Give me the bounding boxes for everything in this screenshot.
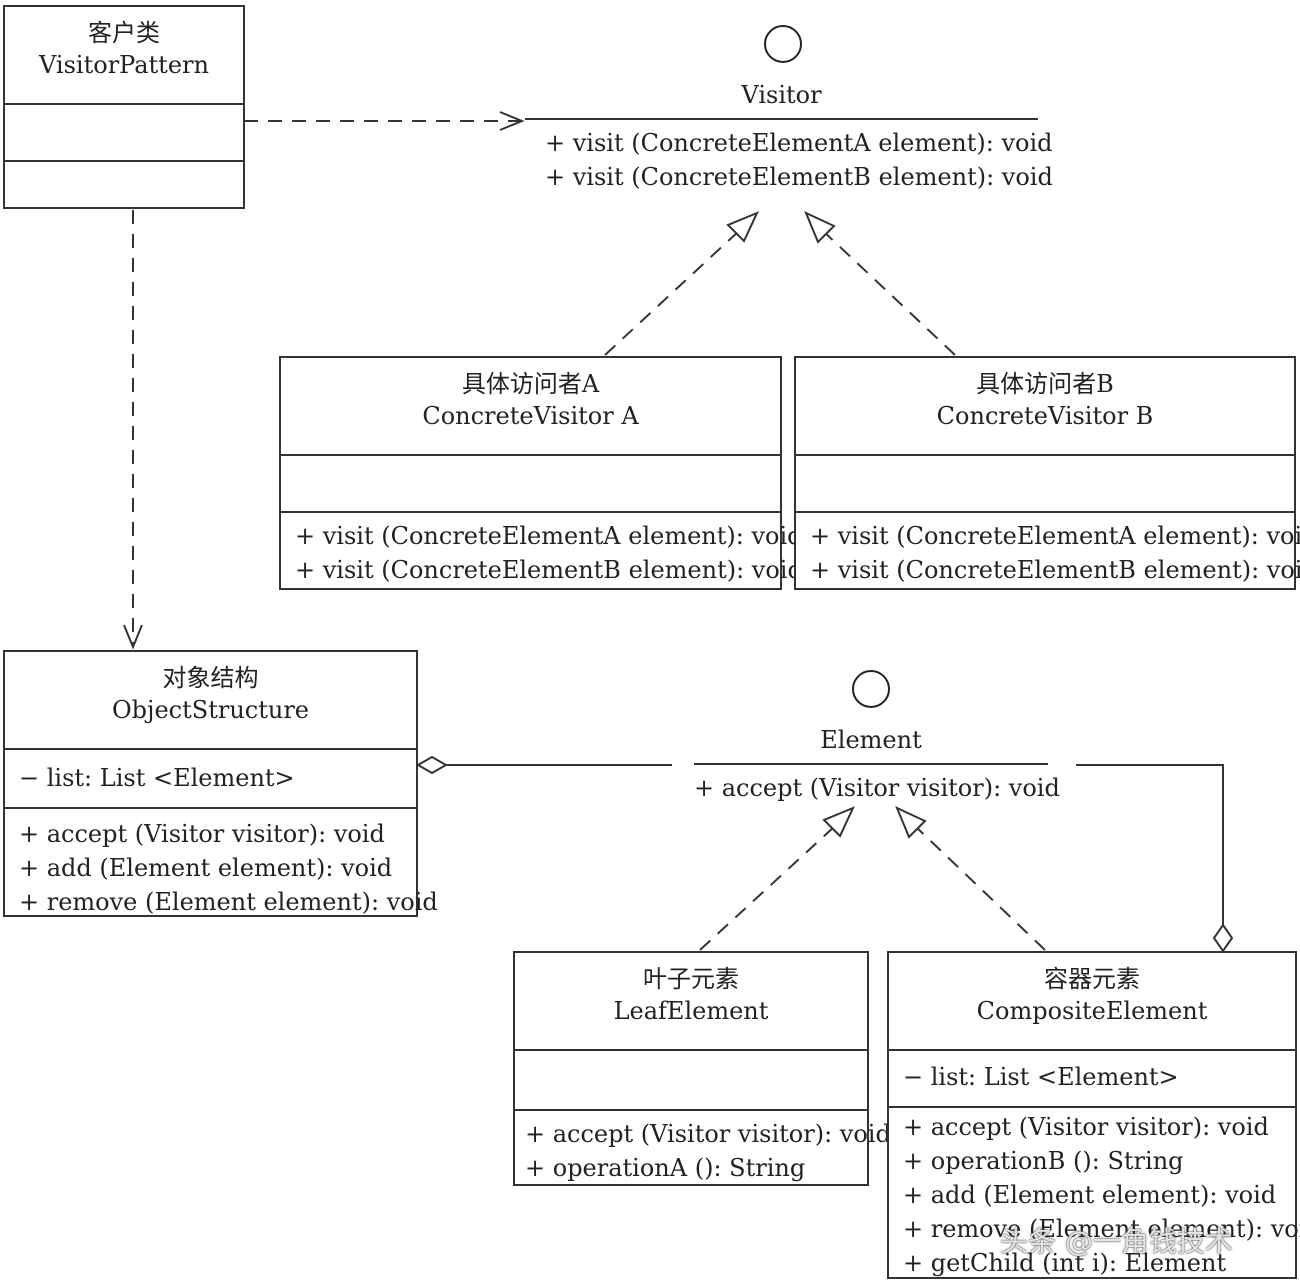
method-line: + accept (Visitor visitor): void	[525, 1120, 891, 1148]
realization-visitor-a	[604, 229, 741, 356]
methods-section: + visit (ConcreteElementA element): void…	[525, 120, 1053, 194]
attribute-line: − list: List <Element>	[19, 764, 295, 792]
methods-section: + visit (ConcreteElementA element): void…	[281, 511, 803, 587]
hollow-triangle-head	[822, 806, 855, 838]
realization-leaf-element	[699, 825, 836, 951]
realization-visitor-b	[821, 229, 956, 356]
method-line: + visit (ConcreteElementB element): void	[295, 556, 803, 584]
class-name-cn: 客户类	[88, 19, 160, 47]
interface-lollipop-icon	[764, 25, 802, 63]
class-visitor-pattern: 客户类 VisitorPattern	[3, 5, 245, 209]
class-header: 对象结构 ObjectStructure	[5, 652, 416, 748]
method-line: + visit (ConcreteElementB element): void	[545, 163, 1053, 191]
interface-name: Element	[694, 725, 1048, 765]
interface-element: Element + accept (Visitor visitor): void	[694, 725, 1060, 805]
methods-section	[5, 160, 243, 217]
class-header: 容器元素 CompositeElement	[889, 953, 1295, 1049]
attribute-line: − list: List <Element>	[903, 1063, 1179, 1091]
class-header: 具体访问者B ConcreteVisitor B	[796, 358, 1294, 454]
class-name-cn: 对象结构	[162, 664, 259, 692]
method-line: + remove (Element element): void	[903, 1215, 1300, 1243]
class-header: 叶子元素 LeafElement	[515, 953, 867, 1049]
hollow-diamond-head	[415, 755, 449, 775]
method-line: + add (Element element): void	[19, 854, 393, 882]
watermark-text: 头条 @一角钱技术	[1000, 1225, 1233, 1258]
method-line: + accept (Visitor visitor): void	[694, 774, 1060, 802]
open-arrow-head	[499, 111, 525, 131]
methods-section: + accept (Visitor visitor): void + opera…	[889, 1106, 1300, 1280]
class-name-cn: 容器元素	[1044, 965, 1140, 993]
hollow-diamond-head	[1212, 923, 1234, 953]
method-line: + visit (ConcreteElementA element): void	[810, 522, 1300, 550]
method-line: + remove (Element element): void	[19, 888, 438, 916]
class-name-en: ConcreteVisitor A	[422, 402, 639, 430]
attributes-section	[281, 454, 780, 511]
aggregation-composite-element	[1076, 764, 1224, 925]
method-line: + operationB (): String	[903, 1147, 1184, 1175]
method-line: + visit (ConcreteElementA element): void	[295, 522, 803, 550]
attributes-section	[515, 1049, 867, 1109]
class-concrete-visitor-b: 具体访问者B ConcreteVisitor B + visit (Concre…	[794, 356, 1300, 590]
attributes-section: − list: List <Element>	[5, 748, 416, 807]
class-name-en: CompositeElement	[976, 997, 1208, 1025]
open-arrow-head	[123, 624, 143, 650]
attributes-section	[5, 103, 243, 160]
methods-section: + accept (Visitor visitor): void	[694, 765, 1060, 805]
class-name-en: LeafElement	[613, 997, 769, 1025]
interface-lollipop-icon	[852, 670, 890, 708]
class-composite-element: 容器元素 CompositeElement − list: List <Elem…	[887, 951, 1300, 1280]
class-name-en: VisitorPattern	[39, 51, 209, 79]
class-name-en: ConcreteVisitor B	[936, 402, 1154, 430]
methods-section: + accept (Visitor visitor): void + opera…	[515, 1109, 891, 1185]
method-line: + accept (Visitor visitor): void	[19, 820, 385, 848]
method-line: + operationA (): String	[525, 1154, 806, 1182]
method-line: + getChild (int i): Element	[903, 1249, 1227, 1277]
attributes-section: − list: List <Element>	[889, 1049, 1295, 1106]
interface-visitor: Visitor + visit (ConcreteElementA elemen…	[525, 80, 1053, 194]
attributes-section	[796, 454, 1294, 511]
method-line: + visit (ConcreteElementA element): void	[545, 129, 1053, 157]
class-concrete-visitor-a: 具体访问者A ConcreteVisitor A + visit (Concre…	[279, 356, 803, 590]
class-name-cn: 具体访问者B	[976, 370, 1114, 398]
class-name-en: ObjectStructure	[111, 696, 309, 724]
interface-name: Visitor	[525, 80, 1038, 120]
methods-section: + visit (ConcreteElementA element): void…	[796, 511, 1300, 587]
class-name-cn: 具体访问者A	[461, 370, 600, 398]
method-line: + add (Element element): void	[903, 1181, 1277, 1209]
hollow-triangle-head	[895, 806, 927, 839]
class-name-cn: 叶子元素	[643, 965, 739, 993]
realization-composite-element	[914, 825, 1046, 951]
class-object-structure: 对象结构 ObjectStructure − list: List <Eleme…	[3, 650, 438, 919]
hollow-triangle-head	[804, 211, 836, 244]
class-header: 具体访问者A ConcreteVisitor A	[281, 358, 780, 454]
methods-section: + accept (Visitor visitor): void + add (…	[5, 807, 438, 919]
class-header: 客户类 VisitorPattern	[5, 7, 243, 103]
method-line: + visit (ConcreteElementB element): void	[810, 556, 1300, 584]
method-line: + accept (Visitor visitor): void	[903, 1113, 1269, 1141]
class-leaf-element: 叶子元素 LeafElement + accept (Visitor visit…	[513, 951, 891, 1186]
hollow-triangle-head	[726, 211, 759, 243]
